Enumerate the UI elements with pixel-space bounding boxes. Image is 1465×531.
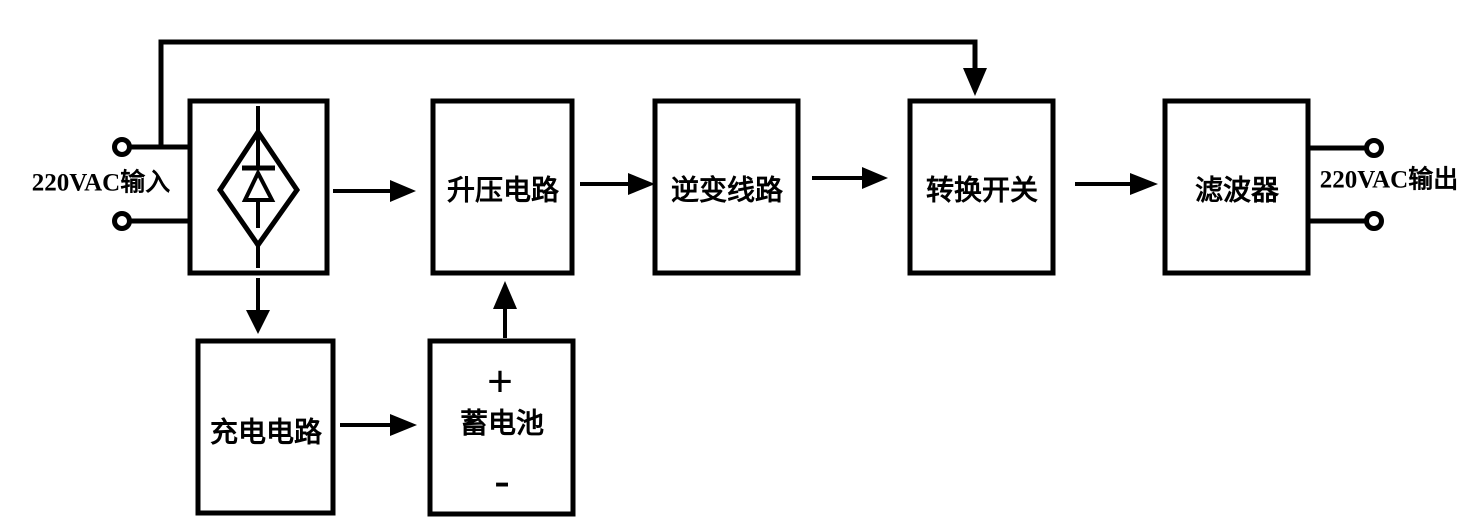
output-label: 220VAC输出 xyxy=(1320,165,1458,194)
arrow-boost-to-inverter xyxy=(580,173,655,195)
filter-label: 滤波器 xyxy=(1195,175,1280,207)
arrow-battery-to-boost xyxy=(493,281,517,338)
boost-circuit-label: 升压电路 xyxy=(447,175,560,207)
filter-box xyxy=(1162,98,1311,276)
arrow-rectifier-to-charger xyxy=(246,278,270,334)
arrowhead-right-icon xyxy=(1130,173,1158,195)
boost-circuit-box xyxy=(430,98,575,276)
bypass-line xyxy=(158,39,978,145)
transfer-switch-label: 转换开关 xyxy=(926,175,1038,207)
arrowhead-up-icon xyxy=(493,281,517,309)
arrowhead-down-icon xyxy=(246,310,270,334)
arrowhead-right-icon xyxy=(390,414,417,436)
arrowhead-right-icon xyxy=(628,173,655,195)
arrow-switch-to-filter xyxy=(1075,173,1158,195)
output-terminal-bottom-icon xyxy=(1364,211,1384,231)
arrowhead-right-icon xyxy=(390,180,416,202)
arrowhead-right-icon xyxy=(862,167,888,189)
output-terminal-top-icon xyxy=(1364,138,1384,158)
input-label: 220VAC输入 xyxy=(32,168,170,197)
battery-box xyxy=(427,338,576,517)
bridge-rectifier-diode-icon xyxy=(216,106,301,268)
transfer-switch-box xyxy=(907,98,1056,276)
inverter-box xyxy=(652,98,801,276)
inverter-label: 逆变线路 xyxy=(671,174,784,207)
arrow-charger-to-battery xyxy=(340,414,417,436)
battery-label: 蓄电池 xyxy=(460,408,544,440)
battery-minus-sign: - xyxy=(494,455,509,506)
diamond-outline xyxy=(216,127,301,250)
arrow-rectifier-to-boost xyxy=(333,180,416,202)
arrow-inverter-to-switch xyxy=(812,167,888,189)
input-terminal-top-icon xyxy=(112,137,132,157)
charger-label: 充电电路 xyxy=(210,416,323,449)
battery-plus-sign: + xyxy=(487,356,513,407)
bypass-arrowhead-down-icon xyxy=(963,68,987,96)
input-terminal-bottom-icon xyxy=(112,211,132,231)
charger-box xyxy=(195,338,336,516)
